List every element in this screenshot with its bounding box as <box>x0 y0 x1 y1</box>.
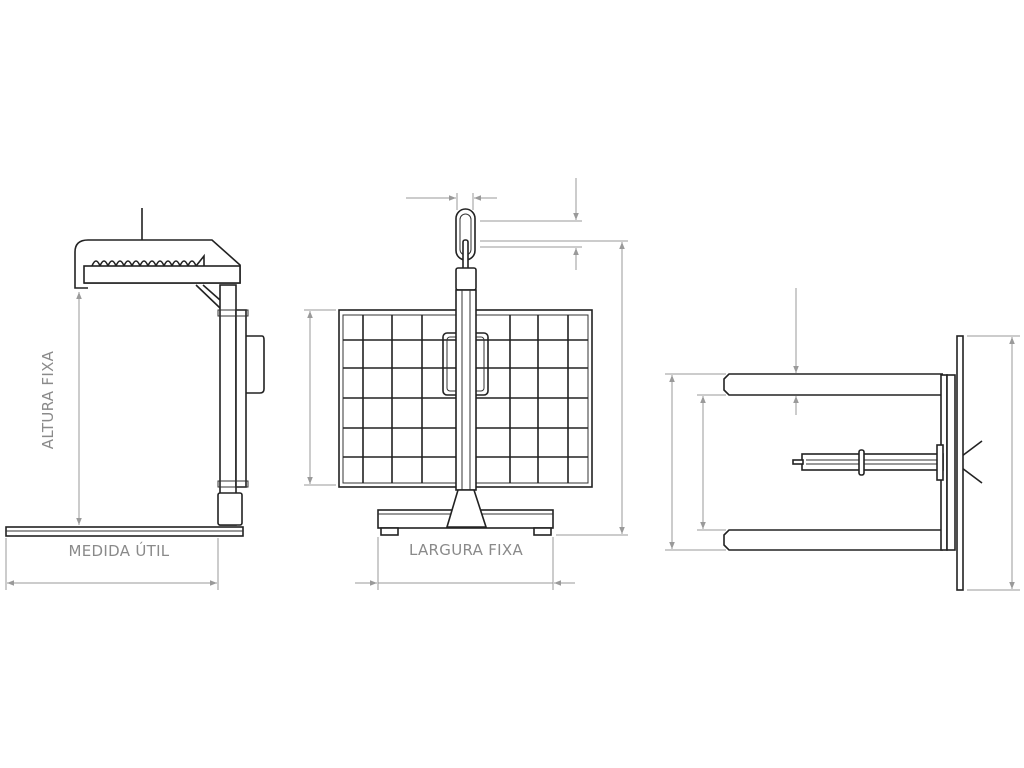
fork-bottom <box>723 529 943 551</box>
handle-upper <box>961 440 983 457</box>
top-block <box>455 267 477 291</box>
foot-right <box>533 527 552 536</box>
top-view <box>665 288 1020 591</box>
carriage <box>235 309 247 488</box>
platform-bar <box>83 265 241 284</box>
collar <box>858 449 865 476</box>
back-plate <box>956 335 964 591</box>
handle-lower <box>961 467 983 484</box>
brace <box>195 284 221 309</box>
handle <box>246 335 265 394</box>
foot-left <box>380 527 399 536</box>
mast <box>219 284 237 526</box>
length-label: MEDIDA ÚTIL <box>69 541 170 560</box>
front-view: LARGURA FIXA <box>304 178 628 590</box>
side-view: ALTURA FIXA MEDIDA ÚTIL <box>5 208 265 590</box>
shaft-rod <box>792 459 804 465</box>
base-block <box>217 492 243 526</box>
width-label: LARGURA FIXA <box>409 541 523 559</box>
mast <box>455 289 477 491</box>
height-label: ALTURA FIXA <box>39 350 57 449</box>
fork-top <box>723 373 943 396</box>
base-gusset <box>445 489 488 528</box>
center-shaft <box>801 453 944 471</box>
